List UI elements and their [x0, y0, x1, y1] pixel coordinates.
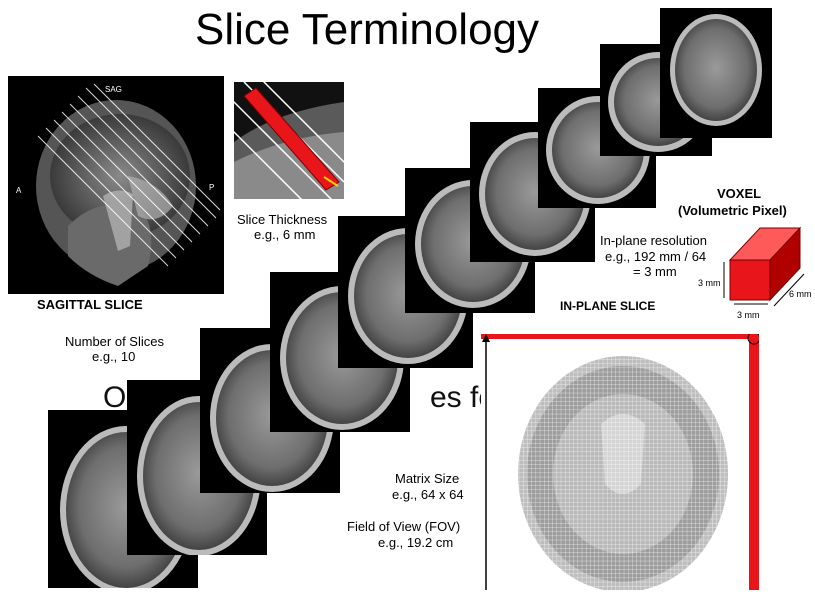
fov-value: e.g., 19.2 cm: [378, 535, 453, 550]
sag-right-label: P: [209, 180, 214, 195]
inplane-resolution-result: = 3 mm: [633, 264, 677, 279]
fov-arrow: [482, 334, 490, 590]
inplane-resolution-label: In-plane resolution: [600, 233, 707, 248]
num-slices-value: e.g., 10: [92, 349, 135, 364]
num-slices-label: Number of Slices: [65, 334, 164, 349]
slice-thickness-value: e.g., 6 mm: [254, 227, 315, 242]
inplane-slice-image: [481, 334, 759, 590]
sag-left-label: A: [16, 183, 21, 198]
slice-thickness-zoom: [234, 82, 344, 199]
voxel-title: VOXEL: [717, 186, 761, 201]
axial-slice-10: [660, 8, 772, 138]
matrix-size-value: e.g., 64 x 64: [392, 487, 464, 502]
fov-label: Field of View (FOV): [347, 519, 460, 534]
slice-thickness-label: Slice Thickness: [237, 212, 327, 227]
sagittal-caption: SAGITTAL SLICE: [37, 297, 143, 312]
matrix-size-label: Matrix Size: [395, 471, 459, 486]
voxel-dim-height: 3 mm: [698, 276, 721, 291]
sagittal-image: SAG A P: [8, 76, 224, 294]
voxel-cube: [700, 220, 810, 320]
voxel-dim-depth: 6 mm: [789, 287, 812, 302]
sag-top-label: SAG: [105, 82, 122, 97]
inplane-caption: IN-PLANE SLICE: [560, 299, 655, 314]
inplane-resolution-formula: e.g., 192 mm / 64: [605, 249, 706, 264]
page-title: Slice Terminology: [195, 4, 539, 56]
voxel-subtitle: (Volumetric Pixel): [678, 203, 787, 218]
voxel-dim-width: 3 mm: [737, 308, 760, 323]
